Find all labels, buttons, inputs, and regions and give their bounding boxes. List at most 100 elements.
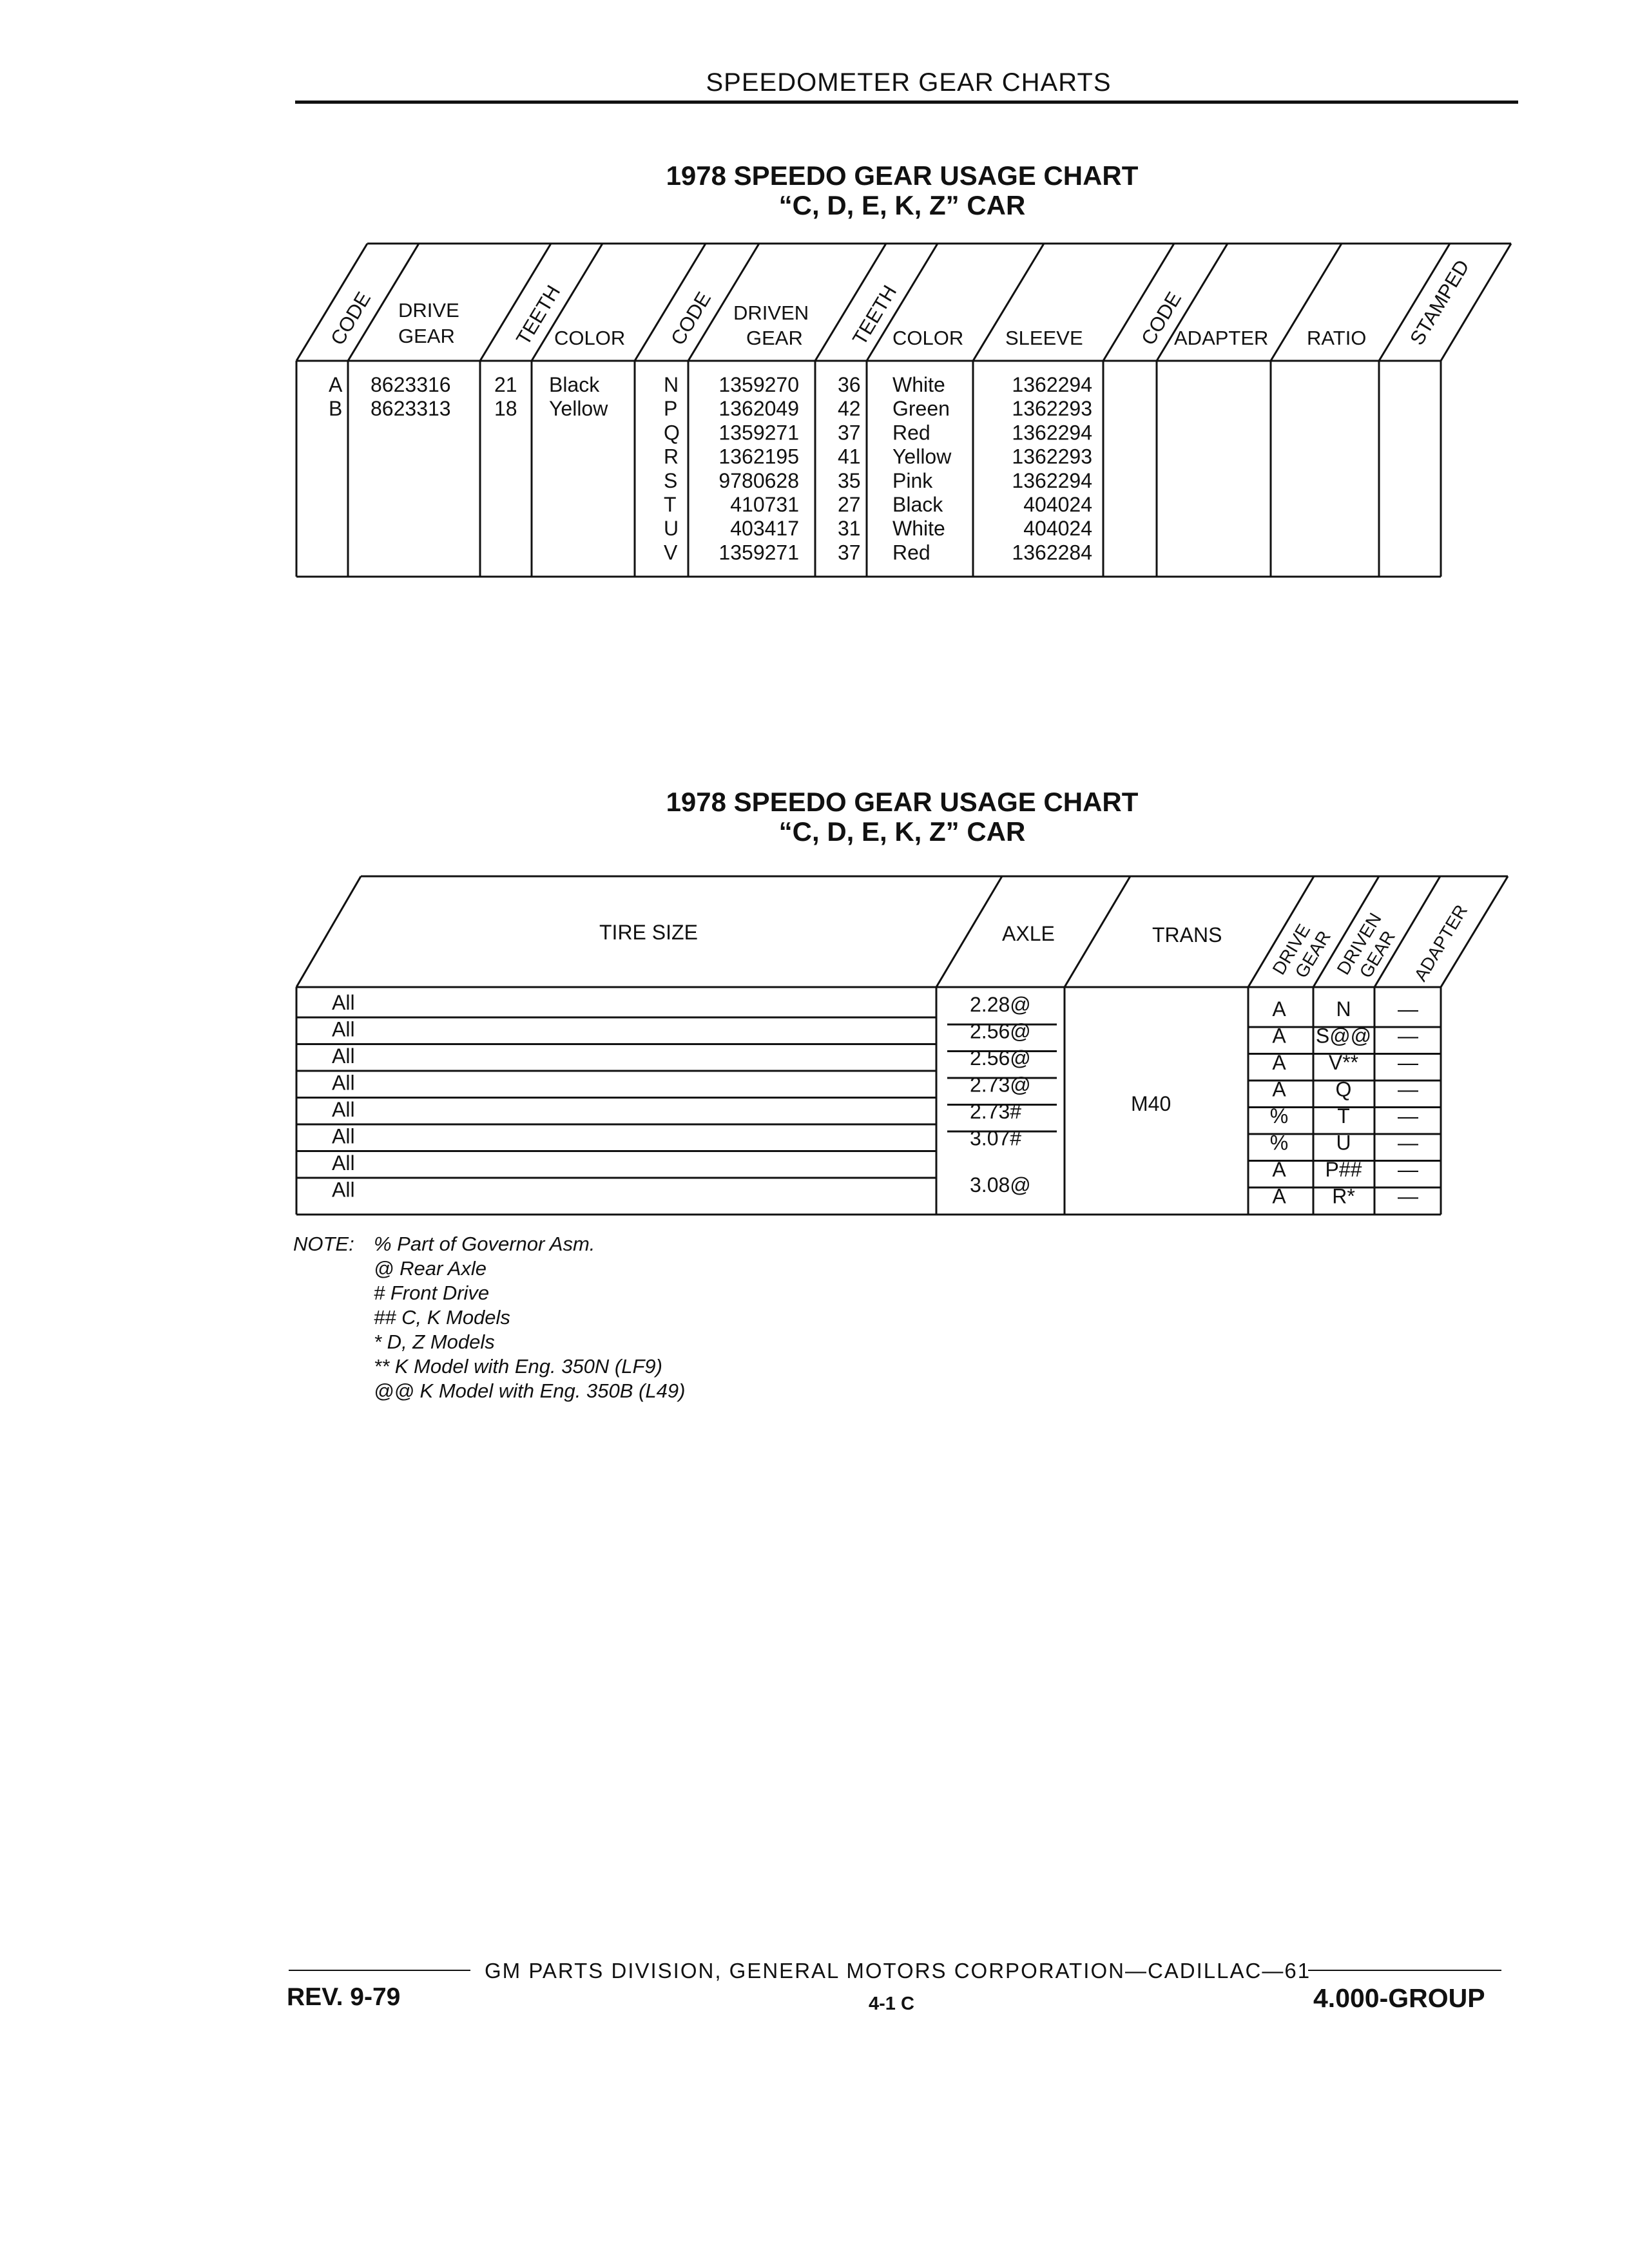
drive-color-cell: Yellow bbox=[549, 397, 608, 420]
driven-sleeve-cell: 1362293 bbox=[1012, 445, 1092, 468]
driven-code-cell: P bbox=[664, 397, 677, 420]
driven-gear-cell: 1359271 bbox=[718, 421, 799, 444]
driven-color-cell: White bbox=[892, 373, 945, 396]
c1-h-teeth: TEETH bbox=[512, 281, 564, 349]
driven-color-cell: Red bbox=[892, 541, 930, 564]
drive-gear-cell: % bbox=[1270, 1104, 1288, 1128]
page-header: SPEEDOMETER GEAR CHARTS bbox=[706, 68, 1112, 97]
driven-gear-cell: 1359270 bbox=[718, 373, 799, 396]
chart2-title-line2: “C, D, E, K, Z” CAR bbox=[778, 816, 1026, 847]
driven-gear-cell: 410731 bbox=[730, 493, 799, 516]
c2-h-drive-1: DRIVE bbox=[1269, 921, 1315, 978]
adapter-cell: — bbox=[1398, 997, 1418, 1021]
driven-teeth-cell: 37 bbox=[838, 541, 861, 564]
note-line: ** K Model with Eng. 350N (LF9) bbox=[374, 1355, 662, 1378]
driven-code-cell: R bbox=[664, 445, 679, 468]
c1-h-drive-1: DRIVE bbox=[398, 299, 459, 322]
c1-h-code: CODE bbox=[326, 288, 375, 349]
driven-sleeve-cell: 404024 bbox=[1023, 493, 1092, 516]
drive-code-cell: B bbox=[329, 397, 342, 420]
drive-gear-cell: A bbox=[1272, 1024, 1286, 1048]
driven-gear-cell: Q bbox=[1336, 1078, 1352, 1101]
chart1-title: 1978 SPEEDO GEAR USAGE CHART “C, D, E, K… bbox=[580, 161, 1224, 220]
driven-code-cell: N bbox=[664, 373, 679, 396]
trans-cell: M40 bbox=[1131, 1092, 1171, 1115]
driven-sleeve-cell: 404024 bbox=[1023, 517, 1092, 540]
drive-gear-cell: 8623316 bbox=[371, 373, 451, 396]
driven-sleeve-cell: 1362294 bbox=[1012, 373, 1092, 396]
drive-gear-cell: A bbox=[1272, 997, 1286, 1021]
chart1-title-line1: 1978 SPEEDO GEAR USAGE CHART bbox=[666, 160, 1139, 191]
drive-teeth-cell: 21 bbox=[494, 373, 517, 396]
driven-teeth-cell: 37 bbox=[838, 421, 861, 444]
adapter-cell: — bbox=[1398, 1078, 1418, 1101]
c1-h-stamped: STAMPED bbox=[1405, 256, 1474, 349]
adapter-cell: — bbox=[1398, 1131, 1418, 1155]
driven-teeth-cell: 31 bbox=[838, 517, 861, 540]
tire-size-cell: All bbox=[332, 1151, 355, 1175]
tire-size-cell: All bbox=[332, 1018, 355, 1041]
drive-color-cell: Black bbox=[549, 373, 600, 396]
tire-size-cell: All bbox=[332, 1044, 355, 1068]
tire-size-cell: All bbox=[332, 1178, 355, 1202]
c1-h-driven-2: GEAR bbox=[746, 327, 803, 349]
driven-code-cell: V bbox=[664, 541, 678, 564]
note-line: ## C, K Models bbox=[374, 1306, 510, 1329]
driven-sleeve-cell: 1362293 bbox=[1012, 397, 1092, 420]
c1-h-adapter: ADAPTER bbox=[1174, 327, 1268, 349]
driven-gear-cell: N bbox=[1336, 997, 1351, 1021]
c1-h-ratio: RATIO bbox=[1307, 327, 1366, 349]
driven-gear-cell: 9780628 bbox=[718, 469, 799, 492]
drive-teeth-cell: 18 bbox=[494, 397, 517, 420]
axle-cell: 2.73@ bbox=[970, 1073, 1031, 1097]
drive-code-cell: A bbox=[329, 373, 343, 396]
note-line: @ Rear Axle bbox=[374, 1257, 487, 1280]
header-rule bbox=[295, 101, 1518, 104]
c1-h-sleeve: SLEEVE bbox=[1005, 327, 1083, 349]
driven-teeth-cell: 41 bbox=[838, 445, 861, 468]
c2-h-axle: AXLE bbox=[1002, 922, 1055, 945]
driven-gear-cell: U bbox=[1336, 1131, 1351, 1155]
note-line: * D, Z Models bbox=[374, 1331, 495, 1353]
tire-size-cell: All bbox=[332, 1072, 355, 1095]
drive-gear-cell: A bbox=[1272, 1158, 1286, 1181]
c1-h-code3: CODE bbox=[1137, 288, 1186, 349]
axle-cell: 2.28@ bbox=[970, 993, 1031, 1016]
notes-label: NOTE: bbox=[293, 1233, 354, 1255]
c2-h-adapter: ADAPTER bbox=[1411, 901, 1472, 985]
axle-cell: 2.56@ bbox=[970, 1020, 1031, 1043]
driven-teeth-cell: 35 bbox=[838, 469, 861, 492]
chart2-title-line1: 1978 SPEEDO GEAR USAGE CHART bbox=[666, 787, 1139, 817]
c2-h-tire: TIRE SIZE bbox=[599, 921, 698, 944]
c2-h-drive-2: GEAR bbox=[1291, 927, 1335, 981]
driven-color-cell: Red bbox=[892, 421, 930, 444]
driven-color-cell: Black bbox=[892, 493, 943, 516]
axle-cell: 3.07# bbox=[970, 1127, 1021, 1150]
note-line: # Front Drive bbox=[374, 1282, 490, 1304]
driven-teeth-cell: 27 bbox=[838, 493, 861, 516]
tire-size-cell: All bbox=[332, 1125, 355, 1148]
axle-cell: 2.56@ bbox=[970, 1046, 1031, 1070]
axle-merged-cell: 3.08@ bbox=[970, 1173, 1031, 1196]
drive-gear-cell: A bbox=[1272, 1078, 1286, 1101]
tire-size-cell: All bbox=[332, 991, 355, 1014]
footer-division: GM PARTS DIVISION, GENERAL MOTORS CORPOR… bbox=[485, 1959, 1311, 1983]
chart2-title: 1978 SPEEDO GEAR USAGE CHART “C, D, E, K… bbox=[580, 787, 1224, 847]
driven-color-cell: White bbox=[892, 517, 945, 540]
driven-gear-cell: 1362049 bbox=[718, 397, 799, 420]
driven-gear-cell: T bbox=[1337, 1104, 1350, 1128]
c1-h-color2: COLOR bbox=[892, 327, 963, 349]
driven-code-cell: U bbox=[664, 517, 679, 540]
drive-gear-cell: A bbox=[1272, 1051, 1286, 1074]
driven-gear-cell: P## bbox=[1325, 1158, 1362, 1181]
adapter-cell: — bbox=[1398, 1104, 1418, 1128]
tire-size-cell: All bbox=[332, 1098, 355, 1121]
driven-gear-cell: V** bbox=[1329, 1051, 1358, 1074]
driven-teeth-cell: 36 bbox=[838, 373, 861, 396]
drive-gear-cell: 8623313 bbox=[371, 397, 451, 420]
driven-teeth-cell: 42 bbox=[838, 397, 861, 420]
note-line: @@ K Model with Eng. 350B (L49) bbox=[374, 1379, 686, 1402]
driven-color-cell: Yellow bbox=[892, 445, 952, 468]
